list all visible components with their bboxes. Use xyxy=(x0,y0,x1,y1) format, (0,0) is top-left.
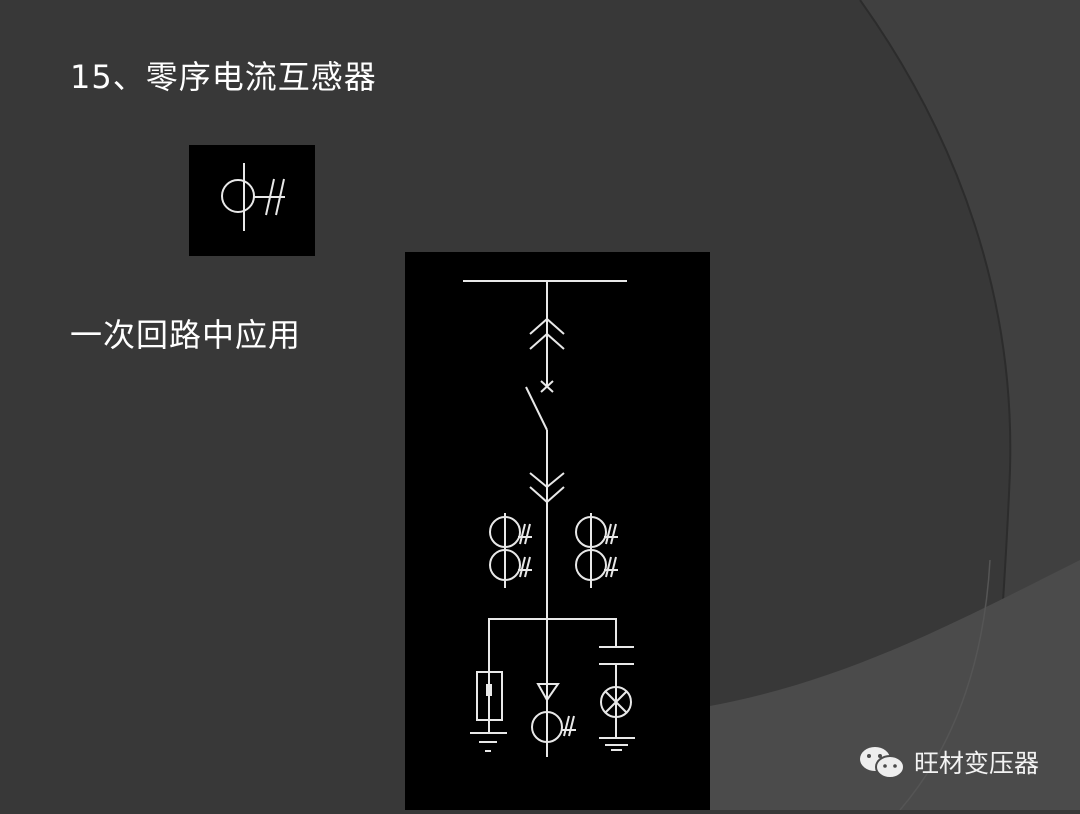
upper-plug-contact xyxy=(529,317,565,350)
zero-sequence-ct-icon xyxy=(221,163,285,231)
watermark: 旺材变压器 xyxy=(858,744,1039,780)
lower-plug-contact xyxy=(529,472,565,504)
zero-sequence-ct-symbol xyxy=(189,145,315,256)
fuse-earth-branch xyxy=(470,660,507,752)
surge-arrester-zero-sequence-ct xyxy=(531,683,576,743)
current-transformer-left xyxy=(489,513,532,588)
watermark-text: 旺材变压器 xyxy=(914,749,1040,778)
breaker-switch xyxy=(525,380,554,431)
slide-title: 15、零序电流互感器 xyxy=(70,58,377,96)
capacitor-indicator-branch xyxy=(599,646,635,751)
slide-subtitle: 一次回路中应用 xyxy=(70,316,302,354)
branch-line xyxy=(488,618,617,700)
primary-circuit-diagram xyxy=(405,252,710,810)
wechat-icon xyxy=(860,747,905,779)
current-transformer-right xyxy=(575,513,618,588)
